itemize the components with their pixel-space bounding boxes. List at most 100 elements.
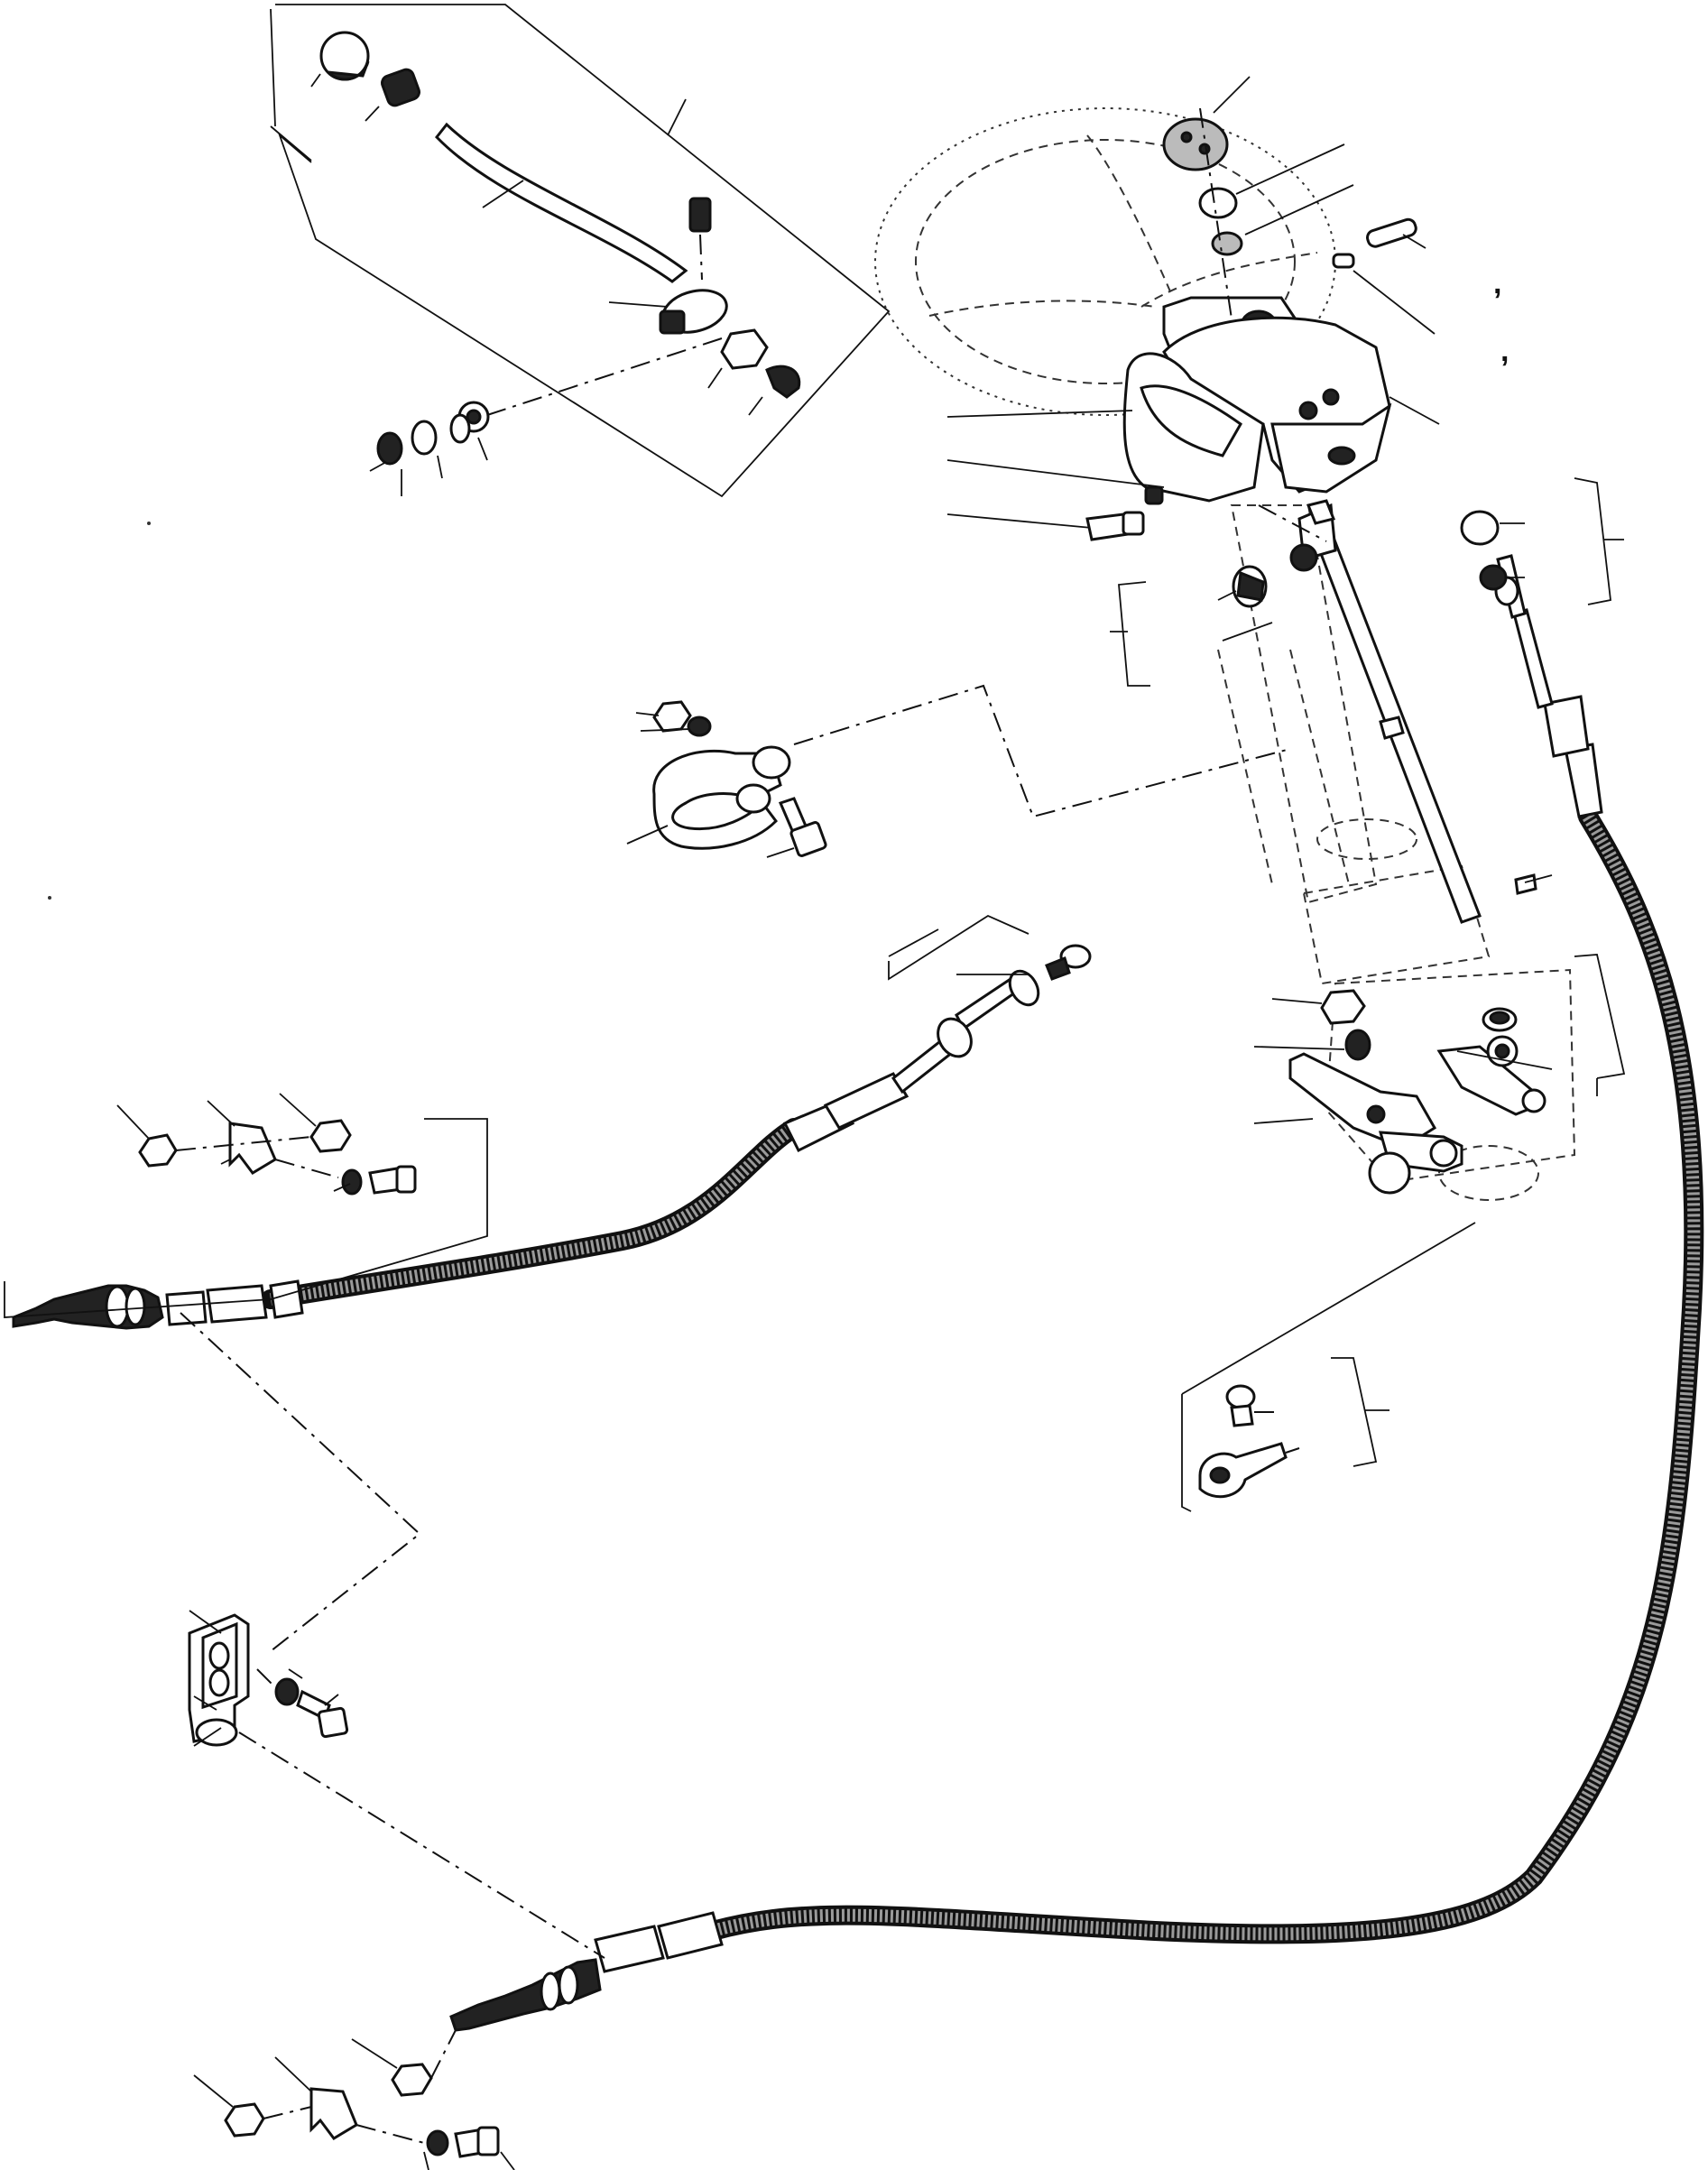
axis-line: [355, 2124, 425, 2144]
shift-cable-right: [449, 477, 1704, 2032]
cable-sheath-texture: [711, 813, 1701, 1941]
knob-shade: [325, 60, 370, 81]
axis-line: [1285, 1447, 1300, 1454]
wheel-spoke: [928, 300, 1156, 317]
leader-line: [270, 125, 312, 162]
leader-line: [288, 1668, 303, 1679]
linkage-plate: [1288, 1052, 1437, 1150]
clip-washer: [426, 2129, 449, 2156]
cable-end-sleeve: [594, 1925, 665, 1973]
steering-wheel-inner: [915, 139, 1296, 384]
arm-eye: [1429, 1139, 1458, 1168]
leader-line: [748, 396, 763, 416]
cable-end-sleeve: [269, 1279, 304, 1319]
bushing-shade: [1236, 570, 1265, 602]
cable-end-nut: [165, 1290, 208, 1326]
rod-dowel: [1514, 873, 1537, 895]
leader-line: [946, 513, 1093, 529]
clip-washer: [341, 1168, 363, 1196]
bracket-hole: [208, 1668, 230, 1697]
group-bracket: [1574, 954, 1626, 1079]
leader-line: [482, 180, 524, 208]
leader-line: [1353, 270, 1436, 335]
boot-ring: [125, 1287, 146, 1326]
leader-line: [1213, 76, 1251, 114]
group-bracket: [1574, 477, 1611, 605]
axis-line: [1258, 504, 1327, 542]
cable-sheath: [703, 807, 1704, 1944]
clip-bolt-head: [476, 2126, 500, 2156]
joint-thread: [659, 309, 686, 335]
link-eye-stem: [1230, 1404, 1254, 1427]
bracket-washer: [274, 1677, 300, 1706]
column-base: [1302, 864, 1491, 985]
leader-line: [1253, 1046, 1345, 1050]
cable-boot: [449, 1958, 602, 2032]
axis-line: [238, 1731, 605, 1959]
leader-line: [207, 1100, 235, 1127]
leader-line: [193, 1727, 222, 1747]
shift-lever-rod: [435, 122, 688, 283]
leader-line: [423, 2151, 429, 2170]
cable-rod: [1512, 608, 1554, 709]
gear-box-boss: [1438, 1145, 1539, 1201]
washer: [449, 413, 471, 444]
plate-hole: [1366, 1104, 1386, 1124]
cable-eye-stem: [1045, 956, 1071, 981]
cover-bolt-head: [1122, 511, 1145, 536]
column-clamp: [652, 749, 782, 850]
figure-mark: ,: [1500, 334, 1509, 368]
clamp-bolt-head: [789, 821, 827, 857]
leader-line: [888, 928, 939, 957]
cable-sheath: [261, 1118, 804, 1309]
cover-screw: [1298, 401, 1318, 420]
leader-line: [274, 2056, 312, 2092]
axis-line: [793, 684, 1291, 818]
cable-fitting: [823, 1072, 909, 1130]
axis-line: [263, 2106, 312, 2119]
bracket-hook: [195, 1718, 238, 1747]
clip-nut: [224, 2102, 265, 2138]
figure-mark: ,: [1493, 266, 1501, 300]
leader-line: [310, 73, 321, 88]
clip-bolt-head: [395, 1165, 417, 1194]
cable-rod: [955, 976, 1020, 1031]
leader-line: [626, 825, 669, 845]
print-speck: [48, 896, 51, 900]
cap-hole: [1180, 131, 1193, 143]
leader-line: [477, 437, 488, 461]
bracket-bolt-head: [317, 1706, 349, 1739]
leader-line: [1524, 874, 1553, 883]
axis-line: [274, 1159, 339, 1178]
clip-nut: [391, 2063, 433, 2097]
cable-sheath-texture: [269, 1122, 798, 1306]
group-bracket: [1331, 1357, 1378, 1467]
arm-spring: [1494, 1043, 1510, 1059]
axis-line: [256, 1668, 276, 1688]
leader-line: [1456, 1050, 1553, 1070]
group-outline: [1181, 1394, 1192, 1512]
linkage-group: [1253, 954, 1626, 1195]
wheel-spoke: [1086, 134, 1174, 299]
leader-line: [635, 712, 660, 716]
switch-cover-group: [946, 316, 1440, 541]
leader-line: [1181, 1222, 1476, 1395]
leader-line: [500, 2151, 515, 2170]
cable-clip: [309, 2087, 358, 2140]
pin-part: [1366, 217, 1417, 248]
axis-line: [430, 2029, 457, 2079]
axis-line: [699, 234, 703, 281]
arm-pin: [1521, 1088, 1546, 1113]
leader-line: [189, 1610, 222, 1634]
threaded-insert: [381, 68, 420, 107]
rod-sleeve: [1379, 716, 1405, 740]
pin-part: [1332, 253, 1355, 269]
column-tube: [1217, 649, 1273, 885]
wheel-spoke: [1140, 252, 1318, 308]
leader-line: [279, 1093, 317, 1127]
cable-fitting: [1543, 695, 1590, 758]
leader-line: [608, 301, 669, 308]
leader-line: [365, 106, 380, 122]
axis-line: [180, 1312, 421, 1652]
arm-boss: [1489, 1011, 1510, 1025]
